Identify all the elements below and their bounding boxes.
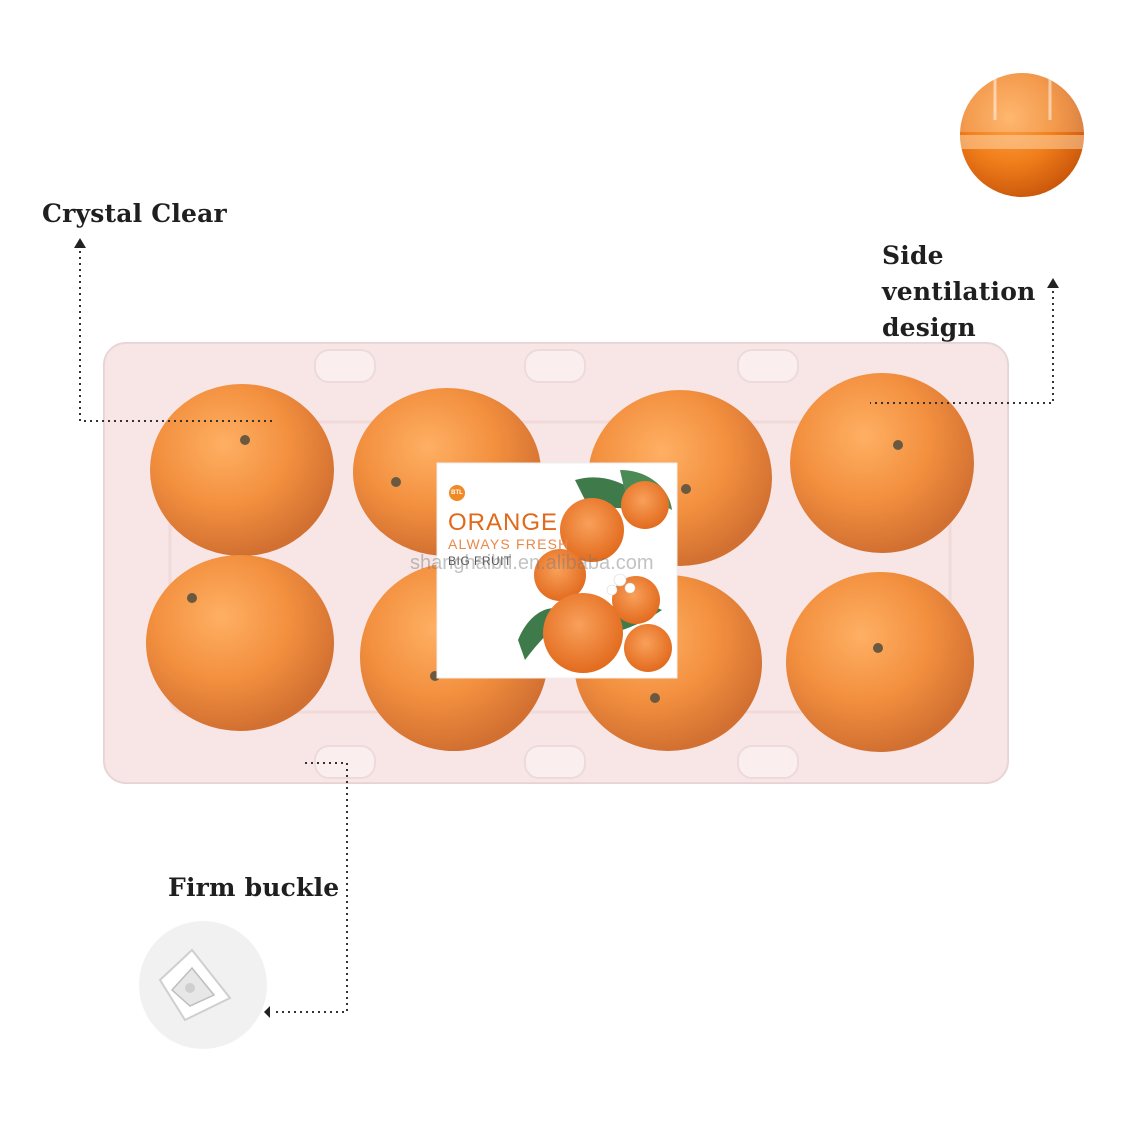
callout-lines bbox=[79, 245, 1054, 1013]
crystal-clear-callout: Crystal Clear bbox=[42, 199, 227, 228]
buckle-detail-icon bbox=[139, 921, 267, 1049]
oranges bbox=[146, 373, 974, 752]
watermark: shanghaibtl.en.alibaba.com bbox=[410, 552, 654, 574]
label-illustration bbox=[518, 470, 672, 673]
product-label-card bbox=[436, 462, 678, 679]
product-label-text: BTL ORANGE ALWAYS FRESH BIG FRUIT bbox=[437, 463, 677, 678]
label-subtitle: ALWAYS FRESH bbox=[448, 536, 570, 552]
label-title: ORANGE bbox=[448, 509, 559, 536]
ventilation-detail-icon bbox=[960, 73, 1084, 197]
firm-buckle-callout: Firm buckle bbox=[168, 873, 340, 902]
arrow-heads bbox=[74, 238, 1059, 1018]
label-tagline: BIG FRUIT bbox=[448, 554, 512, 568]
brand-logo: BTL bbox=[449, 485, 465, 501]
side-ventilation-callout: Side ventilation design bbox=[882, 241, 1036, 342]
